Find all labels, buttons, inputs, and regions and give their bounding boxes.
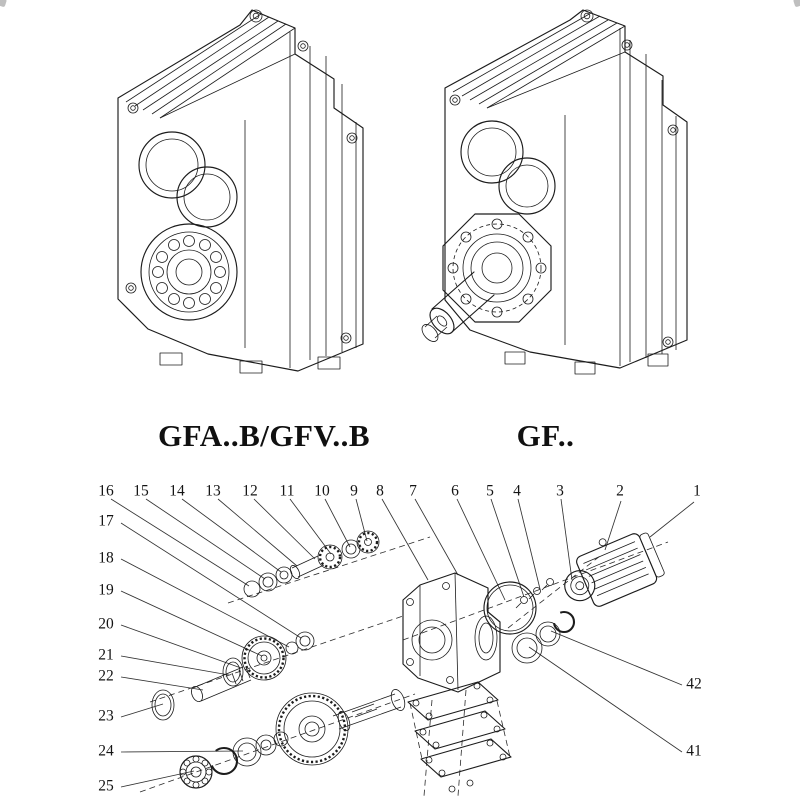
callout-20: 20 (98, 615, 114, 633)
callout-5: 5 (486, 482, 494, 500)
callout-22: 22 (98, 667, 114, 685)
callout-7: 7 (409, 482, 417, 500)
callout-25: 25 (98, 777, 114, 795)
cover-plates (407, 681, 512, 793)
callout-1: 1 (693, 482, 701, 500)
input-shaft-parts (243, 530, 380, 598)
output-gear-parts (151, 689, 406, 789)
assembly-axis-lines (139, 536, 669, 797)
callout-2: 2 (616, 482, 624, 500)
callout-17: 17 (98, 512, 114, 530)
gearbox-left-drawing (117, 9, 364, 374)
callout-16: 16 (98, 482, 114, 500)
output-shaft (421, 271, 495, 342)
callout-10: 10 (314, 482, 330, 500)
housing-side-ribs (564, 28, 677, 366)
output-flange (442, 213, 552, 323)
callout-24: 24 (98, 742, 114, 760)
callout-8: 8 (376, 482, 384, 500)
housing-ribs (452, 12, 626, 109)
callout-9: 9 (350, 482, 358, 500)
callout-11: 11 (279, 482, 295, 500)
model-label-gfab-gfvb: GFA..B/GFV..B (157, 418, 371, 453)
bearing-balls (152, 235, 226, 309)
seal-and-ring-parts (483, 578, 576, 664)
callout-14: 14 (169, 482, 185, 500)
bearing-bores (138, 131, 238, 228)
bearing-balls (179, 755, 213, 789)
exploded-assembly-drawing (110, 498, 695, 797)
output-bearing (140, 223, 238, 321)
callout-23: 23 (98, 707, 114, 725)
gearbox-right-drawing (421, 9, 688, 375)
model-label-gf: GF.. (516, 418, 575, 453)
intermediate-gear-parts (191, 631, 315, 703)
callout-18: 18 (98, 549, 114, 567)
callout-13: 13 (205, 482, 221, 500)
bearing-bores (460, 120, 556, 215)
housing-details (125, 9, 358, 374)
housing-side-ribs (244, 32, 357, 368)
callout-6: 6 (451, 482, 459, 500)
flange-bolt-holes (447, 218, 547, 318)
callout-21: 21 (98, 646, 114, 664)
gear-housing (402, 572, 501, 693)
callout-3: 3 (556, 482, 564, 500)
housing-details (449, 9, 679, 375)
callout-42: 42 (686, 675, 702, 693)
bolts (515, 578, 554, 609)
callout-4: 4 (513, 482, 521, 500)
callout-19: 19 (98, 581, 114, 599)
callout-15: 15 (133, 482, 149, 500)
callout-41: 41 (686, 742, 702, 760)
input-motor (564, 532, 665, 607)
leader-lines (110, 498, 695, 788)
housing-ribs (125, 13, 296, 119)
callout-12: 12 (242, 482, 258, 500)
